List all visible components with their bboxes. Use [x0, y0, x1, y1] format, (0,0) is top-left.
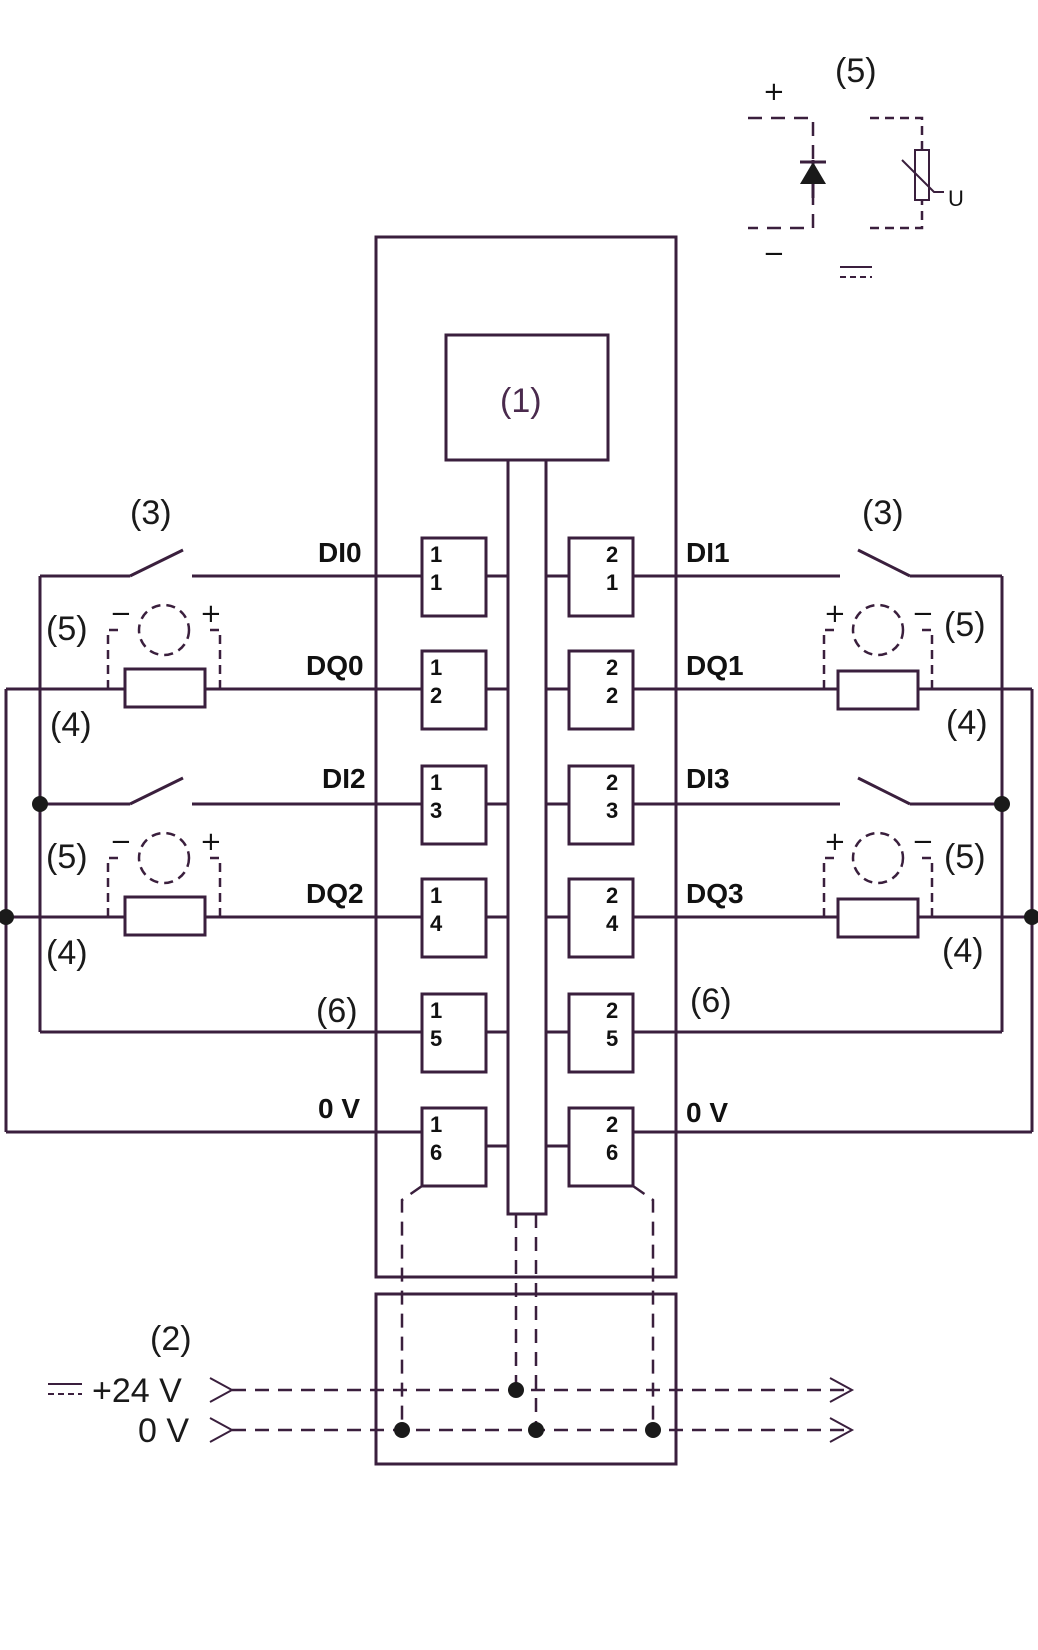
callout-switch-left: (3): [130, 494, 172, 532]
pin-15-b: 5: [430, 1026, 442, 1051]
pin-13-b: 3: [430, 798, 442, 823]
terminal-24: [567, 877, 635, 959]
pin-15-a: 1: [430, 998, 442, 1023]
terminal-22: [567, 649, 635, 731]
label-0v-right: 0 V: [686, 1097, 728, 1128]
switch-di2: [129, 776, 184, 806]
pin-21-b: 1: [606, 570, 618, 595]
pin-13-a: 1: [430, 770, 442, 795]
svg-text:−: −: [912, 599, 934, 629]
pin-25-a: 2: [606, 998, 618, 1023]
module-block: [444, 333, 610, 462]
svg-text:−: −: [110, 827, 132, 857]
label-dq2: DQ2: [306, 878, 364, 909]
signal-labels: DI0 DQ0 DI2 DQ2 0 V DI1 DQ1 DI3 DQ3 0 V: [306, 537, 744, 1128]
label-dq3: DQ3: [686, 878, 744, 909]
callout-common-left: (6): [316, 992, 358, 1030]
suppressor-dq2: [137, 831, 191, 885]
svg-text:+: +: [824, 599, 846, 629]
svg-text:−: −: [912, 827, 934, 857]
pin-12-a: 1: [430, 655, 442, 680]
power-base: (2) +24 V 0 V: [48, 1184, 855, 1466]
switch-di3: [857, 776, 911, 806]
terminal-13: [420, 764, 488, 846]
suppressor-dq1: [851, 603, 905, 657]
terminal-11: [420, 536, 488, 618]
base-unit: [374, 1292, 678, 1466]
callout-load-dq3: (4): [942, 932, 984, 970]
terminal-23: [567, 764, 635, 846]
pin-11-b: 1: [430, 570, 442, 595]
svg-text:+: +: [200, 599, 222, 629]
svg-text:+: +: [200, 827, 222, 857]
svg-text:+: +: [824, 827, 846, 857]
pin-26-b: 6: [606, 1140, 618, 1165]
pin-labels: 1 1 1 2 1 3 1 4 1 5 1 6 2 1 2 2 2 3 2 4 …: [430, 542, 619, 1165]
module-callout: (1): [500, 382, 542, 420]
bus-stubs: [486, 574, 569, 1148]
callout-load-dq1: (4): [946, 704, 988, 742]
pin-25-b: 5: [606, 1026, 618, 1051]
suppressor-legend: (5) + − U: [748, 52, 964, 278]
label-di2: DI2: [322, 763, 366, 794]
terminal-15: [420, 992, 488, 1074]
pin-16-a: 1: [430, 1112, 442, 1137]
callout-common-right: (6): [690, 982, 732, 1020]
pin-21-a: 2: [606, 542, 618, 567]
load-dq3: [836, 897, 920, 939]
label-24v: +24 V: [92, 1372, 182, 1410]
suppressor-dq3: [851, 831, 905, 885]
legend-minus: −: [763, 239, 785, 269]
callout-suppressor-dq2: (5): [46, 838, 88, 876]
svg-text:−: −: [110, 599, 132, 629]
switch-di0: [129, 548, 184, 578]
load-dq2: [123, 895, 207, 937]
pin-22-a: 2: [606, 655, 618, 680]
load-dq1: [836, 669, 920, 711]
callout-switch-right: (3): [862, 494, 904, 532]
terminal-26: [567, 1106, 635, 1188]
right-wiring: (3) (6) + − (5) (4) + − (5) (4): [633, 494, 1038, 1134]
label-0v-left: 0 V: [318, 1093, 360, 1124]
label-0v-supply: 0 V: [138, 1412, 189, 1450]
suppressor-dq0: [137, 603, 191, 657]
load-dq0: [123, 667, 207, 709]
label-di1: DI1: [686, 537, 730, 568]
terminal-25: [567, 992, 635, 1074]
legend-plus: +: [763, 77, 785, 107]
pin-26-a: 2: [606, 1112, 618, 1137]
left-wiring: (3) (6) − + (5) (4) − + (5) (4): [0, 494, 422, 1134]
legend-callout: (5): [835, 52, 877, 90]
pin-24-a: 2: [606, 883, 618, 908]
callout-load-dq0: (4): [50, 706, 92, 744]
label-di0: DI0: [318, 537, 362, 568]
pin-23-a: 2: [606, 770, 618, 795]
pin-22-b: 2: [606, 683, 618, 708]
pin-11-a: 1: [430, 542, 442, 567]
callout-load-dq2: (4): [46, 934, 88, 972]
pin-12-b: 2: [430, 683, 442, 708]
varistor-icon: [914, 149, 930, 201]
terminal-21: [567, 536, 635, 618]
pin-14-b: 4: [430, 911, 443, 936]
pin-23-b: 3: [606, 798, 618, 823]
callout-suppressor-dq0: (5): [46, 610, 88, 648]
label-dq0: DQ0: [306, 650, 364, 681]
switch-di1: [857, 548, 911, 578]
pin-16-b: 6: [430, 1140, 442, 1165]
label-di3: DI3: [686, 763, 730, 794]
callout-supply: (2): [150, 1320, 192, 1358]
label-dq1: DQ1: [686, 650, 744, 681]
pin-14-a: 1: [430, 883, 442, 908]
callout-suppressor-dq1: (5): [944, 606, 986, 644]
legend-u: U: [948, 186, 964, 211]
callout-suppressor-dq3: (5): [944, 838, 986, 876]
pin-24-b: 4: [606, 911, 619, 936]
